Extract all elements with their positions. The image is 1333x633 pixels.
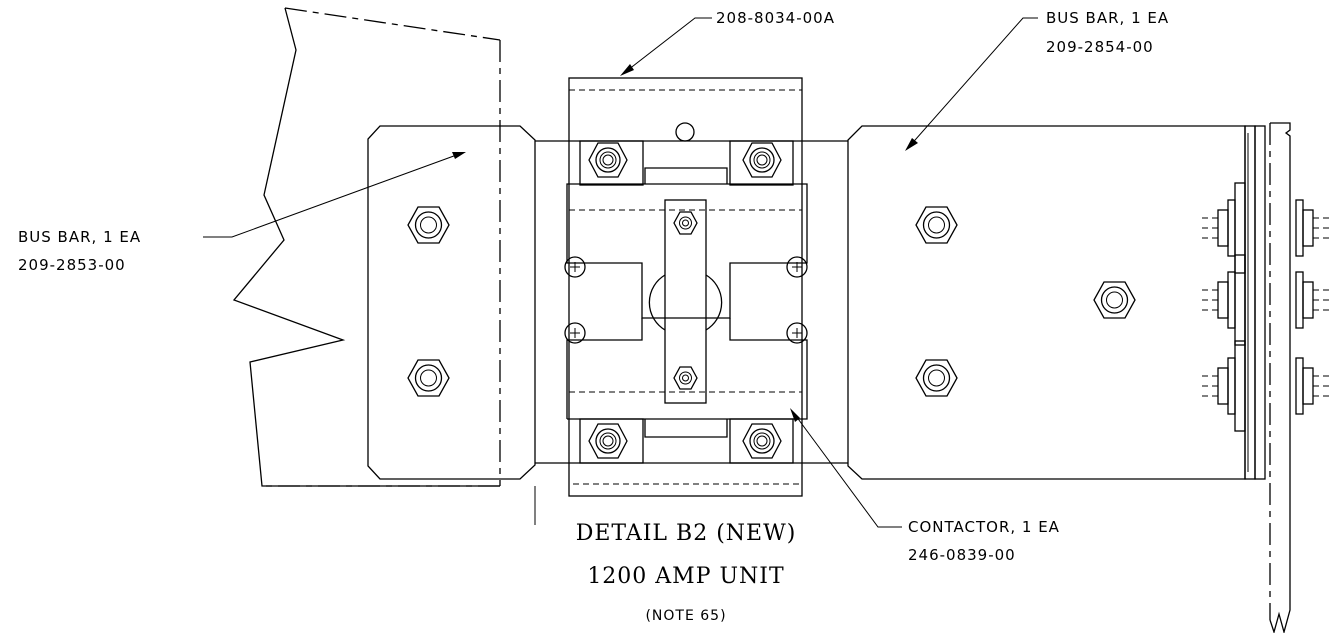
left-bus-bar-nut-upper bbox=[407, 206, 450, 244]
right-terminal-plate bbox=[1198, 122, 1330, 633]
detail-subtitle: 1200 AMP UNIT bbox=[587, 564, 784, 589]
contactor-terminal-nuts bbox=[588, 142, 782, 459]
right-bus-bar-nut-lower bbox=[915, 359, 958, 397]
leader-lines bbox=[203, 17, 1038, 528]
left-bus-bar-nut-lower bbox=[407, 359, 450, 397]
strap-screw-upper bbox=[673, 211, 698, 235]
left-bus-bar-label: BUS BAR, 1 EA bbox=[18, 228, 141, 246]
right-bus-bar-label: BUS BAR, 1 EA bbox=[1046, 9, 1169, 27]
left-bus-bar-part: 209-2853-00 bbox=[18, 256, 126, 274]
right-bus-bar bbox=[847, 125, 1246, 480]
right-bus-bar-nut-center bbox=[1093, 281, 1136, 319]
strap-screw-lower bbox=[673, 366, 698, 390]
detail-note: (NOTE 65) bbox=[645, 608, 726, 624]
terminal-stud-bottom bbox=[1198, 340, 1330, 432]
left-bus-bar bbox=[367, 125, 536, 480]
detail-title: DETAIL B2 (NEW) bbox=[576, 521, 797, 546]
contactor-assembly bbox=[564, 77, 808, 497]
contactor-label: CONTACTOR, 1 EA bbox=[908, 518, 1060, 536]
center-bar-strips bbox=[535, 140, 848, 464]
terminal-stud-middle bbox=[1198, 254, 1330, 346]
right-bus-bar-part: 209-2854-00 bbox=[1046, 38, 1154, 56]
terminal-stud-top bbox=[1198, 182, 1330, 274]
contactor-part: 246-0839-00 bbox=[908, 546, 1016, 564]
top-part-number: 208-8034-00A bbox=[716, 9, 835, 27]
left-panel-breakaway bbox=[232, 7, 501, 487]
right-bus-bar-nut-upper bbox=[915, 206, 958, 244]
phillips-screws bbox=[564, 256, 808, 344]
